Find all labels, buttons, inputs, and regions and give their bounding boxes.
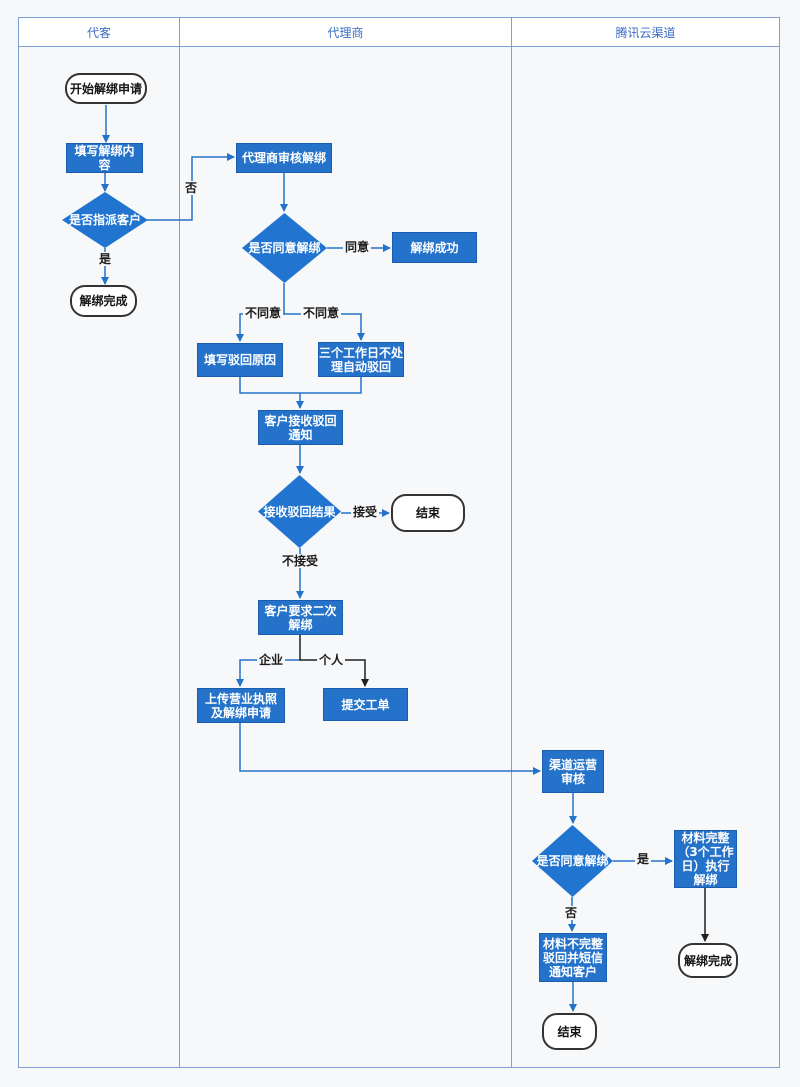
edge-label-disagree-left: 不同意 (242, 306, 284, 320)
edge-label-no-channel: 否 (562, 906, 580, 920)
node-submit-ticket: 提交工单 (323, 688, 408, 721)
edge-label-yes-assign: 是 (96, 252, 114, 266)
node-fill-content-label: 填写解绑内 容 (74, 144, 135, 172)
edge-label-yes-channel: 是 (634, 852, 652, 866)
edge-label-accept: 接受 (350, 505, 380, 519)
lane-header-tencent-channel: 腾讯云渠道 (615, 25, 676, 40)
node-receive-result-decision-label: 接收驳回结果 (263, 504, 336, 519)
node-end-2-label: 结束 (557, 1024, 582, 1039)
node-end-2: 结束 (542, 1013, 597, 1050)
edge-label-agree: 同意 (342, 240, 372, 254)
node-agree-decision-channel-label: 是否同意解绑 (536, 854, 609, 868)
node-unbind-done-1-label: 解绑完成 (79, 294, 128, 308)
node-unbind-success-label: 解绑成功 (410, 240, 459, 255)
node-submit-ticket-label: 提交工单 (341, 697, 390, 712)
node-material-incomplete-label: 材料不完整 驳回并短信 通知客户 (542, 936, 603, 979)
node-channel-review-label: 渠道运营 审核 (548, 757, 597, 786)
edge-label-personal: 个人 (316, 653, 346, 667)
node-start: 开始解绑申请 (65, 73, 147, 104)
node-unbind-done-2: 解绑完成 (678, 943, 738, 978)
swimlane-frame (18, 17, 780, 1068)
edge-label-no-assign: 否 (182, 181, 200, 195)
node-unbind-done-1: 解绑完成 (70, 285, 137, 317)
node-start-label: 开始解绑申请 (69, 81, 142, 96)
edge-label-enterprise: 企业 (256, 653, 286, 667)
node-agent-review: 代理商审核解绑 (236, 143, 332, 173)
node-channel-review: 渠道运营 审核 (542, 750, 604, 793)
node-auto-reject-label: 三个工作日不处 理自动驳回 (319, 345, 404, 374)
lane-divider-2 (511, 17, 512, 1068)
node-material-complete: 材料完整 （3个工作 日）执行 解绑 (674, 830, 737, 888)
node-end-1: 结束 (391, 494, 465, 532)
lane-header-row: 代客 代理商 腾讯云渠道 (18, 17, 780, 47)
node-receive-notice: 客户接收驳回 通知 (258, 410, 343, 445)
node-fill-reject-reason: 填写驳回原因 (197, 343, 283, 377)
edge-label-not-accept: 不接受 (279, 554, 321, 568)
node-fill-reject-reason-label: 填写驳回原因 (203, 353, 276, 367)
node-upload-license: 上传营业执照 及解绑申请 (197, 688, 285, 723)
node-fill-content: 填写解绑内 容 (66, 143, 143, 173)
node-assign-decision-label: 是否指派客户 (68, 213, 141, 227)
edge-label-disagree-right: 不同意 (300, 306, 342, 320)
node-auto-reject: 三个工作日不处 理自动驳回 (318, 342, 404, 377)
node-second-unbind-label: 客户要求二次 解绑 (264, 603, 337, 632)
lane-divider-1 (179, 17, 180, 1068)
lane-header-agent: 代理商 (180, 18, 512, 46)
node-material-incomplete: 材料不完整 驳回并短信 通知客户 (539, 933, 607, 982)
node-second-unbind: 客户要求二次 解绑 (258, 600, 343, 635)
node-material-complete-label: 材料完整 （3个工作 日）执行 解绑 (677, 831, 734, 887)
lane-header-customer: 代客 (19, 18, 180, 46)
node-receive-notice-label: 客户接收驳回 通知 (264, 413, 337, 442)
node-agree-decision-agent-label: 是否同意解绑 (248, 241, 321, 255)
node-unbind-done-2-label: 解绑完成 (683, 953, 732, 968)
node-end-1-label: 结束 (415, 506, 440, 520)
node-agent-review-label: 代理商审核解绑 (241, 151, 326, 165)
node-upload-license-label: 上传营业执照 及解绑申请 (204, 691, 277, 720)
node-unbind-success: 解绑成功 (392, 232, 477, 263)
